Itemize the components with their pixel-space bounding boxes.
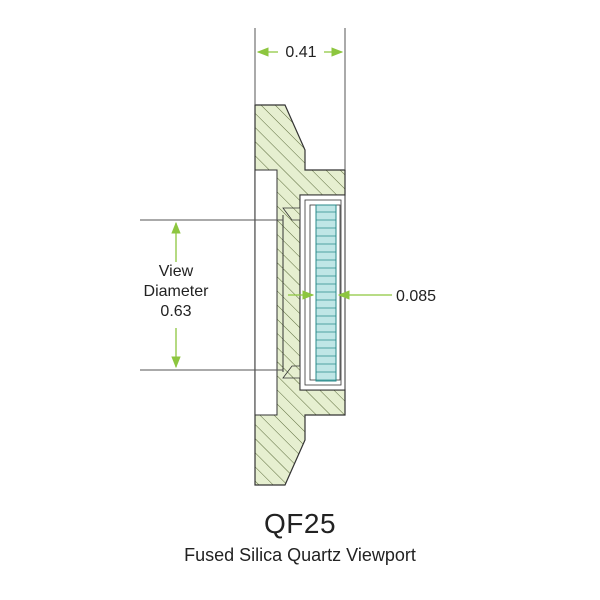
- dim-width-label: 0.41: [285, 44, 316, 61]
- model-title: QF25: [263, 508, 337, 539]
- seal-notch-bottom: [282, 365, 301, 379]
- seal-notch-top: [282, 207, 301, 221]
- view-label-line2: Diameter: [144, 283, 210, 300]
- window-thickness-label: 0.085: [396, 288, 436, 305]
- quartz-window: [315, 204, 337, 382]
- model-subtitle: Fused Silica Quartz Viewport: [184, 545, 416, 565]
- view-label-line1: View: [159, 263, 194, 280]
- view-diameter-value: 0.63: [160, 303, 191, 320]
- bore-opening: [254, 169, 278, 416]
